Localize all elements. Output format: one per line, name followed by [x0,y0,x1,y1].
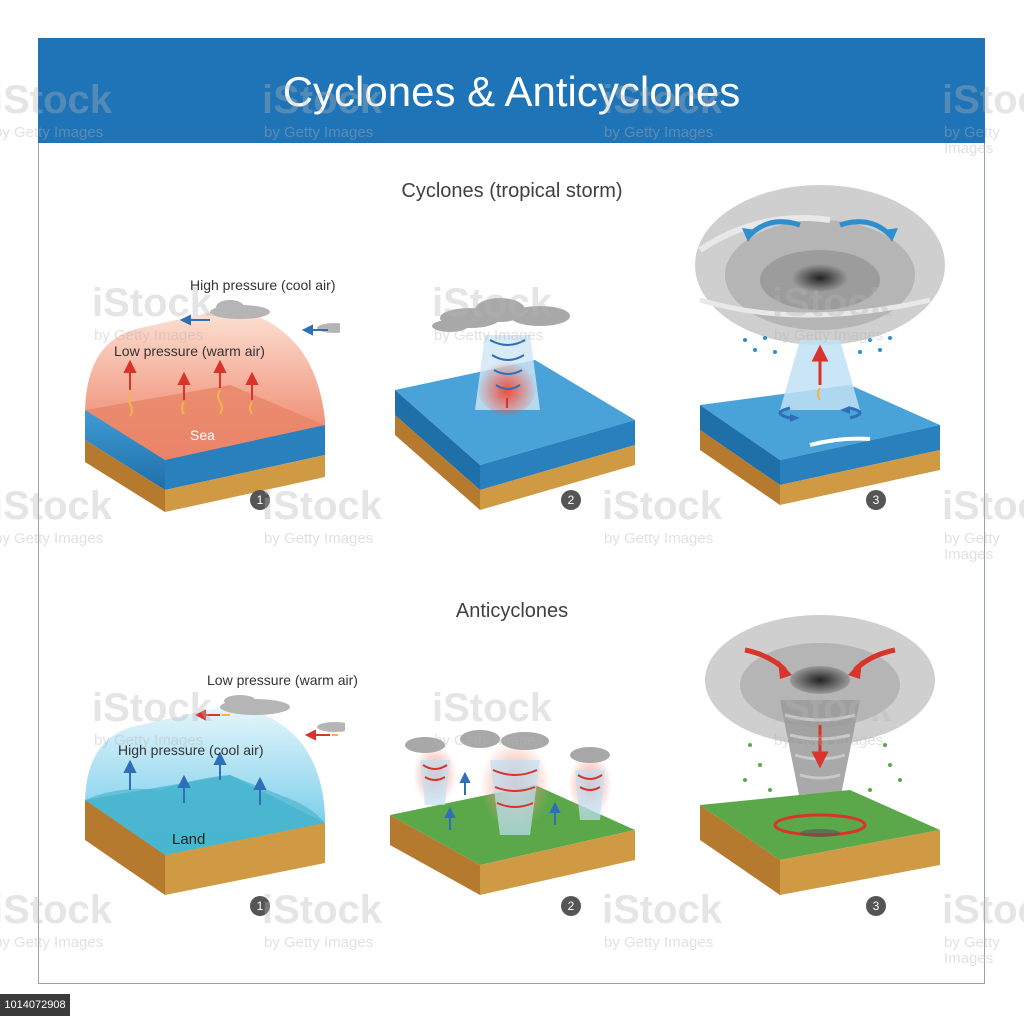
anticyclone-stage-3 [700,615,940,895]
page-title: Cyclones & Anticyclones [282,68,741,115]
cyclone-stage-2 [395,298,635,510]
cyclone-step-3-badge: 3 [866,490,886,510]
anticyclone-low-pressure-label: Low pressure (warm air) [207,672,358,688]
sea-label: Sea [190,427,215,443]
anticyclones-heading: Anticyclones [455,600,569,622]
anticyclone-step-3-badge: 3 [866,896,886,916]
cyclone-step-2-badge: 2 [561,490,581,510]
cyclone-stage-1 [85,300,340,512]
image-id-tag: 1014072908 [0,994,70,1016]
cyclones-heading: Cyclones (tropical storm) [401,180,623,202]
anticyclone-high-pressure-label: High pressure (cool air) [118,742,264,758]
warm-air-arrows [123,359,259,400]
cool-air-arrows [123,751,267,805]
cyclone-low-pressure-label: Low pressure (warm air) [114,343,265,359]
anticyclone-step-2-badge: 2 [561,896,581,916]
cyclone-step-1-badge: 1 [250,490,270,510]
cyclone-stage-3 [695,185,945,505]
anticyclone-step-1-badge: 1 [250,896,270,916]
title-banner [38,38,985,143]
land-label: Land [172,831,206,848]
anticyclone-stage-1 [85,695,345,895]
cyclone-high-pressure-label: High pressure (cool air) [190,277,336,293]
anticyclone-stage-2 [390,730,635,895]
